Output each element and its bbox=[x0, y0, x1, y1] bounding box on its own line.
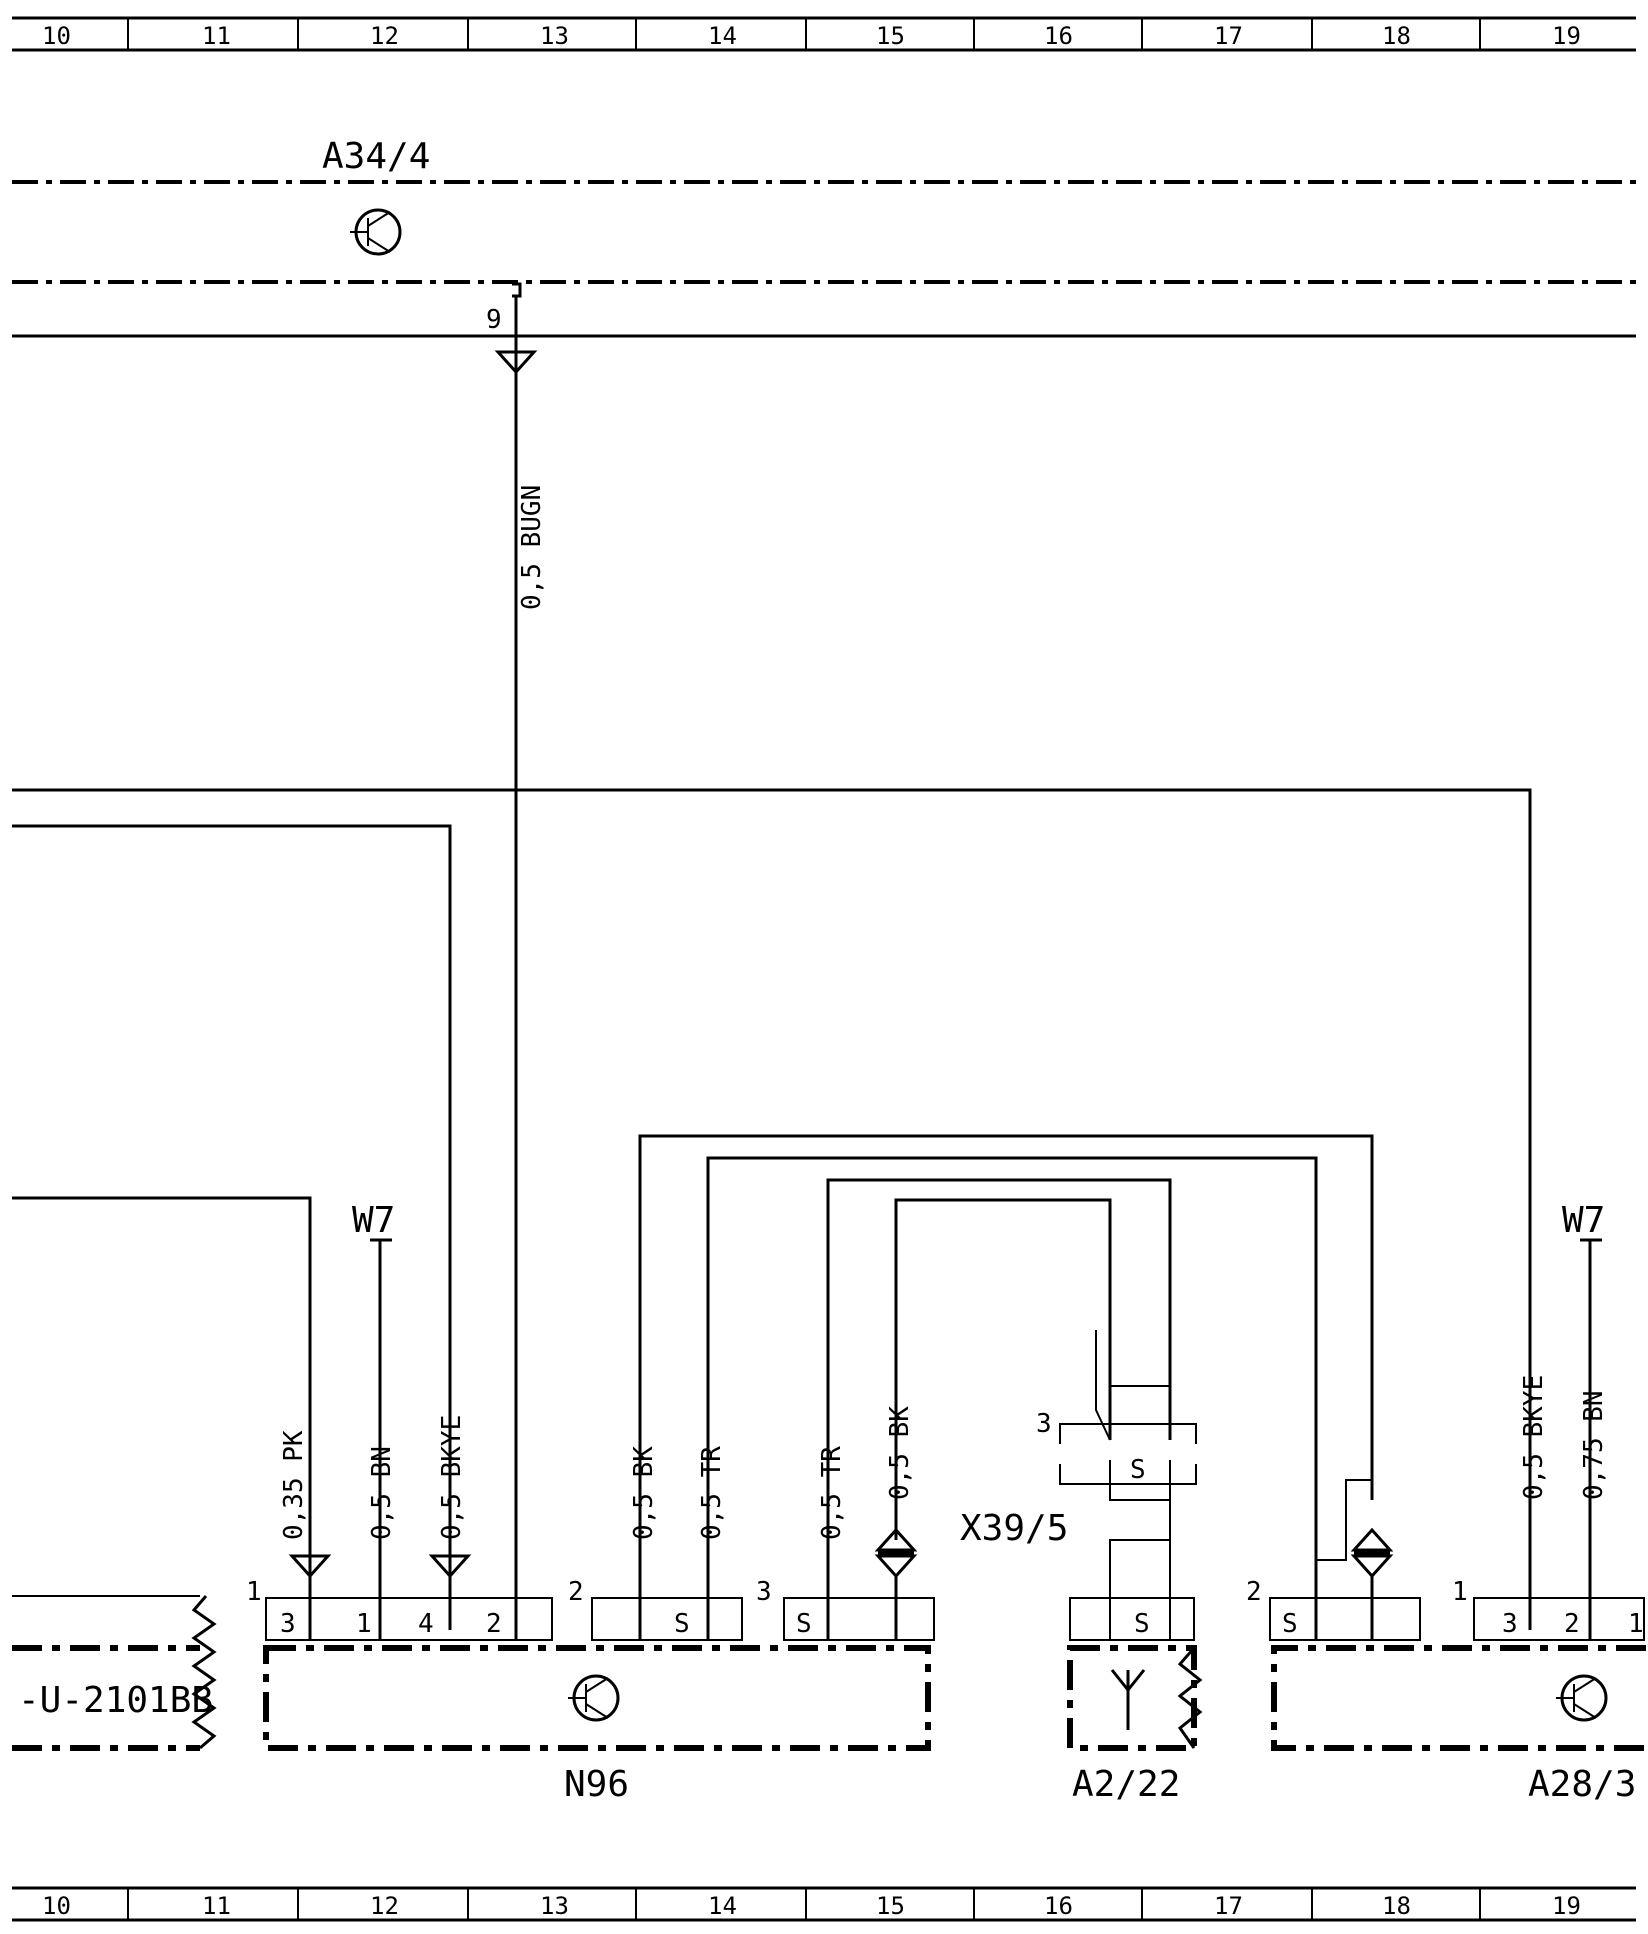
a28-connector-1: 1 bbox=[1452, 1577, 1468, 1607]
wire-a28-shield bbox=[1315, 1479, 1372, 1640]
transistor-icon bbox=[1556, 1674, 1608, 1722]
n96-pin-4: 4 bbox=[418, 1609, 434, 1639]
n96-pin-3: 3 bbox=[280, 1609, 296, 1639]
n96-connector-3: 3 bbox=[756, 1577, 772, 1607]
grid-cell-17-top: 17 bbox=[1214, 22, 1243, 50]
antenna-icon bbox=[1110, 1669, 1146, 1730]
shield-ground-symbols bbox=[874, 1527, 1394, 1640]
grid-cell-19-top: 19 bbox=[1552, 22, 1581, 50]
wire-pk-run bbox=[12, 1196, 312, 1640]
transistor-icon bbox=[568, 1674, 620, 1722]
grid-cell-18-top: 18 bbox=[1382, 22, 1411, 50]
wire-bugn: 9 0,5 BUGN bbox=[486, 282, 547, 1640]
grid-cell-10-top: 10 bbox=[42, 22, 71, 50]
component-n96: 1 3 1 4 2 2 S 3 S N96 bbox=[246, 1577, 935, 1805]
a34-4-label: A34/4 bbox=[322, 136, 430, 177]
grid-cell-12-bottom: 12 bbox=[370, 1892, 399, 1920]
grid-cell-11-top: 11 bbox=[202, 22, 231, 50]
a28-pin-1: 1 bbox=[1628, 1609, 1644, 1639]
grid-cell-19-bottom: 19 bbox=[1552, 1892, 1581, 1920]
wire-tr-2-run bbox=[826, 1178, 1172, 1640]
wire-label-tr-1: 0,5 TR bbox=[697, 1446, 727, 1540]
n96-shield-2: S bbox=[674, 1609, 690, 1639]
left-partial-label: -U-2101BB bbox=[18, 1680, 213, 1721]
grid-cell-15-bottom: 15 bbox=[876, 1892, 905, 1920]
w7-right-label: W7 bbox=[1562, 1200, 1605, 1241]
w7-left: W7 bbox=[352, 1200, 395, 1640]
component-left-partial: -U-2101BB bbox=[12, 1595, 217, 1751]
connector-x39-5: X39/5 3 S bbox=[960, 1330, 1197, 1640]
a2-22-shield: S bbox=[1134, 1609, 1150, 1639]
grid-cell-18-bottom: 18 bbox=[1382, 1892, 1411, 1920]
a28-shield: S bbox=[1282, 1609, 1298, 1639]
grid-cell-11-bottom: 11 bbox=[202, 1892, 231, 1920]
a28-connector-2: 2 bbox=[1246, 1577, 1262, 1607]
bottom-grid-strip: 10 11 12 13 14 15 16 17 18 19 bbox=[12, 1886, 1636, 1922]
component-a2-22: S A2/22 bbox=[1067, 1597, 1203, 1805]
grid-cell-16-top: 16 bbox=[1044, 22, 1073, 50]
grid-cell-14-bottom: 14 bbox=[708, 1892, 737, 1920]
wire-label-tr-2: 0,5 TR bbox=[817, 1446, 847, 1540]
x39-5-shield: S bbox=[1130, 1455, 1146, 1485]
grid-cell-13-top: 13 bbox=[540, 22, 569, 50]
grid-cell-17-bottom: 17 bbox=[1214, 1892, 1243, 1920]
n96-shield-3: S bbox=[796, 1609, 812, 1639]
a34-pin-9: 9 bbox=[486, 305, 502, 335]
a28-3-label: A28/3 bbox=[1528, 1764, 1636, 1805]
n96-connector-1: 1 bbox=[246, 1577, 262, 1607]
grid-cell-10-bottom: 10 bbox=[42, 1892, 71, 1920]
grid-cell-14-top: 14 bbox=[708, 22, 737, 50]
wire-label-bk-left: 0,5 BK bbox=[629, 1446, 659, 1540]
transistor-icon bbox=[350, 208, 402, 256]
wire-bk-left-run bbox=[638, 1134, 1374, 1640]
wire-label-bugn: 0,5 BUGN bbox=[517, 485, 547, 610]
x39-5-label: X39/5 bbox=[960, 1508, 1068, 1549]
a28-pin-3: 3 bbox=[1502, 1609, 1518, 1639]
wire-tr-1-run bbox=[706, 1156, 1318, 1640]
grid-cell-12-top: 12 bbox=[370, 22, 399, 50]
wire-label-bn-right: 0,75 BN bbox=[1579, 1390, 1609, 1500]
n96-connector-2: 2 bbox=[568, 1577, 584, 1607]
top-grid-strip: 10 11 12 13 14 15 16 17 18 19 bbox=[12, 16, 1636, 52]
wire-label-bk-right: 0,5 BK bbox=[885, 1406, 915, 1500]
component-a28-3: 2 S 1 3 2 1 A28/3 bbox=[1246, 1577, 1646, 1805]
grid-cell-15-top: 15 bbox=[876, 22, 905, 50]
a28-pin-2: 2 bbox=[1564, 1609, 1580, 1639]
wire-long-top bbox=[12, 788, 1532, 1630]
x39-5-pin-3: 3 bbox=[1036, 1409, 1052, 1439]
grid-cell-16-bottom: 16 bbox=[1044, 1892, 1073, 1920]
wire-label-bkye-right: 0,5 BKYE bbox=[1519, 1375, 1549, 1500]
wire-label-bn-left: 0,5 BN bbox=[367, 1446, 397, 1540]
grid-cell-13-bottom: 13 bbox=[540, 1892, 569, 1920]
n96-label: N96 bbox=[564, 1764, 629, 1805]
component-a34-4: A34/4 bbox=[12, 136, 1636, 284]
wire-bk-right-run bbox=[894, 1198, 1112, 1540]
wire-label-bkye-left: 0,5 BKYE bbox=[437, 1415, 467, 1540]
w7-right: W7 bbox=[1562, 1200, 1605, 1640]
wire-bkye-left-run bbox=[12, 824, 452, 1630]
n96-pin-1: 1 bbox=[356, 1609, 372, 1639]
wire-label-pk: 0,35 PK bbox=[279, 1430, 309, 1540]
ground-symbols-left bbox=[288, 1554, 472, 1579]
n96-pin-2: 2 bbox=[486, 1609, 502, 1639]
a2-22-label: A2/22 bbox=[1072, 1764, 1180, 1805]
w7-left-label: W7 bbox=[352, 1200, 395, 1241]
